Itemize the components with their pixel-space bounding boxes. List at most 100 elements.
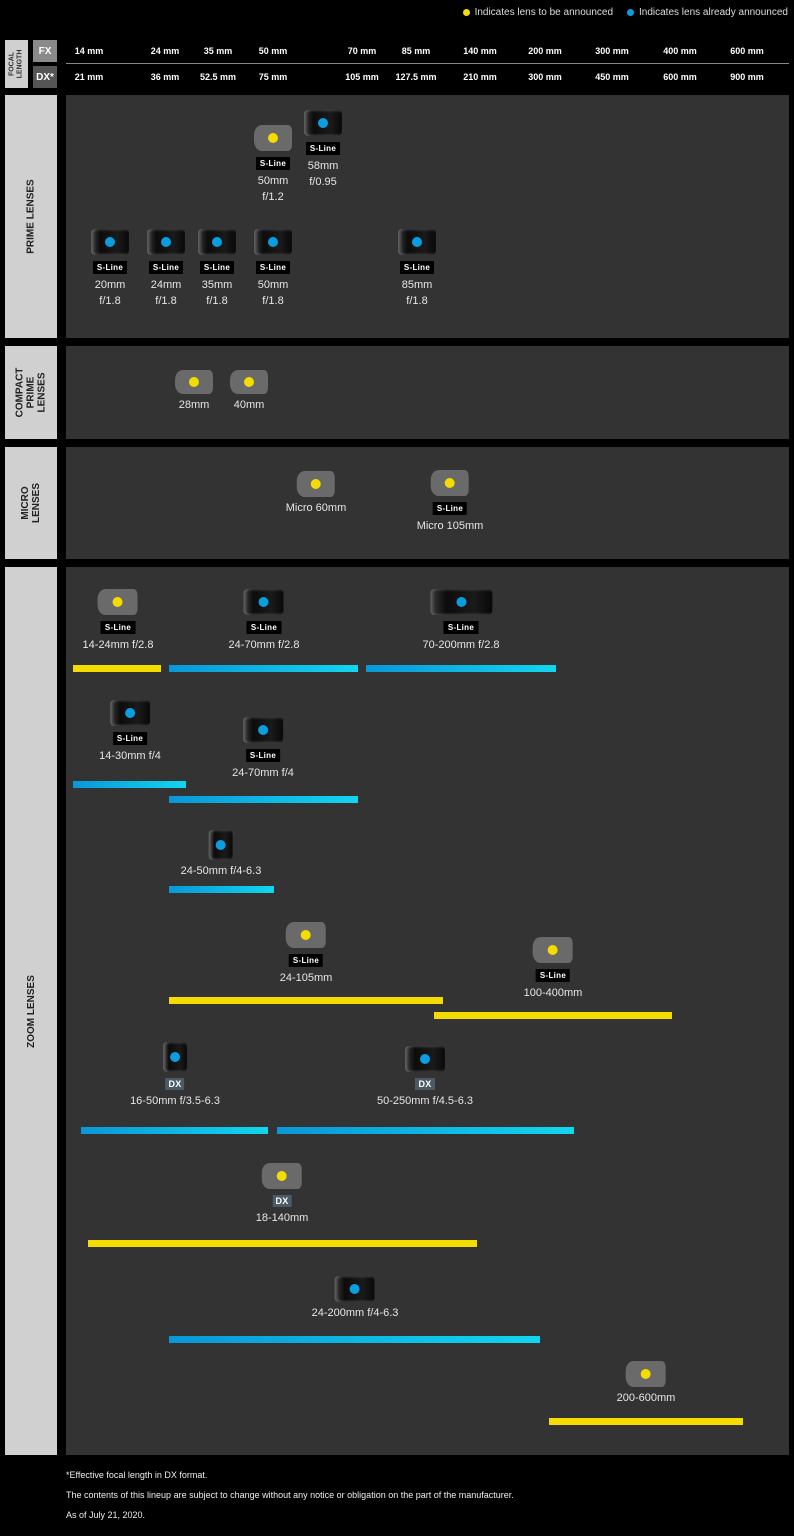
focal-length-fx-value: 70 mm (347, 46, 377, 56)
lens-name: 24-50mm f/4-6.3 (180, 865, 262, 877)
lens-item: S-Line 50mm f/1.8 (254, 229, 292, 309)
focal-range-bar (81, 1127, 268, 1134)
focal-range-bar (549, 1418, 743, 1425)
blue-dot-icon (170, 1052, 180, 1062)
footer-as-of: As of July 21, 2020. (66, 1510, 146, 1520)
zoom-lenses-panel (66, 567, 789, 1455)
lens-item: 28mm (175, 370, 213, 413)
focal-length-fx-value: 85 mm (401, 46, 431, 56)
yellow-dot-icon (276, 1171, 287, 1181)
s-line-badge: S-Line (255, 261, 291, 274)
lens-aperture: f/1.8 (262, 295, 284, 307)
s-line-badge: S-Line (535, 969, 571, 982)
focal-length-dx-value: 210 mm (463, 72, 497, 82)
yellow-dot-icon (310, 479, 321, 489)
blue-dot-icon (212, 237, 222, 247)
lens-aperture: f/1.8 (155, 295, 177, 307)
legend-label: Indicates lens already announced (639, 7, 788, 18)
yellow-dot-icon (189, 377, 199, 387)
focal-length-fx-value: 200 mm (528, 46, 562, 56)
yellow-dot-icon (300, 930, 311, 940)
focal-length-fx-value: 50 mm (258, 46, 288, 56)
focal-length-fx-value: 14 mm (74, 46, 104, 56)
blue-dot-icon (125, 708, 135, 718)
lens-name: 14-24mm f/2.8 (82, 639, 154, 651)
blue-dot-icon (627, 9, 634, 16)
yellow-dot-icon (112, 597, 123, 607)
s-line-badge: S-Line (255, 157, 291, 170)
yellow-dot-icon (547, 945, 558, 955)
lens-name: 14-30mm f/4 (99, 750, 161, 762)
focal-length-fx-value: 24 mm (150, 46, 180, 56)
focal-length-dx-value: 900 mm (730, 72, 764, 82)
lens-name: 50-250mm f/4.5-6.3 (377, 1095, 473, 1107)
s-line-badge: S-Line (100, 621, 136, 634)
lens-name: Micro 105mm (416, 520, 484, 532)
s-line-badge: S-Line (245, 749, 281, 762)
focal-length-dx-value: 52.5 mm (199, 72, 237, 82)
legend: Indicates lens to be announced Indicates… (462, 7, 788, 18)
focal-length-divider (66, 63, 789, 64)
section-label-zoom: ZOOM LENSES (5, 567, 57, 1455)
lens-name: 58mm (307, 160, 339, 172)
lens-name: 50mm (257, 175, 289, 187)
lens-photo-icon (334, 1276, 375, 1302)
focal-length-fx-value: 400 mm (663, 46, 697, 56)
lens-photo-icon (91, 229, 129, 255)
section-label-micro: MICRO LENSES (5, 447, 57, 559)
lens-photo-icon (243, 589, 284, 615)
lens-photo-icon (208, 830, 233, 860)
lens-name: 50mm (257, 279, 289, 291)
s-line-badge: S-Line (92, 261, 128, 274)
lens-placeholder-icon (532, 937, 573, 963)
s-line-badge: S-Line (432, 502, 468, 515)
focal-range-bar (88, 1240, 477, 1247)
s-line-badge: S-Line (112, 732, 148, 745)
dx-format-label: DX* (33, 66, 57, 88)
focal-length-dx-value: 75 mm (258, 72, 288, 82)
lens-photo-icon (304, 110, 342, 136)
yellow-dot-icon (268, 133, 278, 143)
lens-placeholder-icon (296, 471, 335, 497)
focal-range-bar (169, 886, 274, 893)
lens-photo-icon (398, 229, 436, 255)
lens-name: 20mm (94, 279, 126, 291)
yellow-dot-icon (244, 377, 254, 387)
lens-name: Micro 60mm (285, 502, 347, 514)
legend-label: Indicates lens to be announced (474, 7, 613, 18)
focal-range-bar (169, 997, 443, 1004)
blue-dot-icon (412, 237, 422, 247)
s-line-badge: S-Line (443, 621, 479, 634)
focal-length-fx-value: 300 mm (595, 46, 629, 56)
blue-dot-icon (420, 1054, 430, 1064)
lens-aperture: f/0.95 (309, 176, 337, 188)
footer-disclaimer: The contents of this lineup are subject … (66, 1490, 514, 1500)
lens-photo-icon (147, 229, 185, 255)
lens-name: 35mm (201, 279, 233, 291)
lens-item: S-Line 24-70mm f/4 (232, 717, 294, 781)
lens-item: 40mm (230, 370, 268, 413)
lens-name: 100-400mm (523, 987, 583, 999)
dx-badge: DX (165, 1078, 185, 1090)
blue-dot-icon (318, 118, 328, 128)
lens-photo-icon (254, 229, 292, 255)
focal-length-dx-value: 600 mm (663, 72, 697, 82)
yellow-dot-icon (462, 9, 470, 16)
lens-item: S-Line 14-30mm f/4 (99, 700, 161, 764)
s-line-badge: S-Line (199, 261, 235, 274)
footer-dx-note: *Effective focal length in DX format. (66, 1470, 208, 1480)
lens-photo-icon (110, 700, 150, 726)
lens-placeholder-icon (175, 370, 213, 394)
lens-name: 24-70mm f/4 (232, 767, 294, 779)
focal-length-label: FOCAL LENGTH (5, 40, 28, 88)
blue-dot-icon (349, 1284, 360, 1294)
lens-placeholder-icon (254, 125, 292, 151)
lens-placeholder-icon (97, 589, 138, 615)
